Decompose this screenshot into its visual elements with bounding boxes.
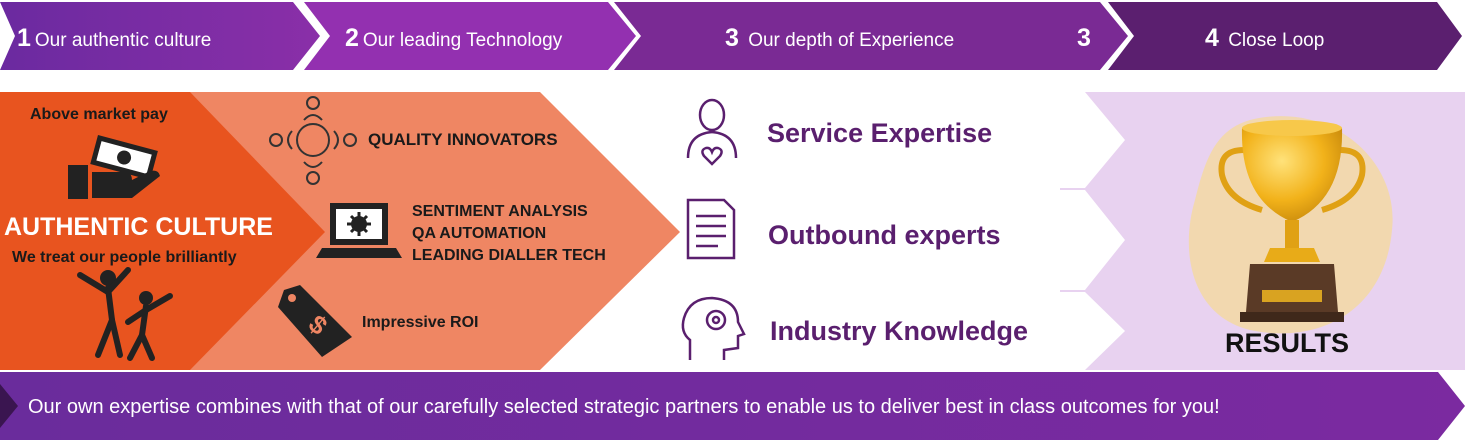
- experience-arrow-3: [660, 292, 1125, 370]
- document-icon: [686, 198, 736, 260]
- money-hand-icon: [68, 135, 160, 199]
- tech-line-3: LEADING DIALLER TECH: [412, 247, 606, 264]
- roi-label: Impressive ROI: [362, 314, 479, 331]
- quality-innovators-label: QUALITY INNOVATORS: [368, 130, 558, 149]
- footer-banner: [0, 372, 1465, 440]
- tech-list: SENTIMENT ANALYSIS QA AUTOMATION LEADING…: [412, 201, 606, 267]
- price-tag-dollar-icon: $: [278, 285, 352, 357]
- laptop-gear-icon: [316, 203, 402, 258]
- culture-title: AUTHENTIC CULTURE: [4, 213, 273, 241]
- above-market-pay-label: Above market pay: [30, 106, 168, 123]
- footer-left-notch: [0, 384, 18, 428]
- person-heart-icon: [686, 98, 738, 166]
- celebrating-people-icon: [77, 267, 173, 361]
- trophy-icon: [1218, 120, 1366, 322]
- people-meeting-icon: [269, 96, 357, 185]
- step-3-label: 3 Our depth of Experience: [725, 24, 955, 52]
- tech-line-2: QA AUTOMATION: [412, 225, 547, 242]
- results-label: RESULTS: [1225, 328, 1350, 358]
- outbound-experts-label: Outbound experts: [768, 220, 1001, 250]
- step-2-chevron: [304, 2, 636, 70]
- service-expertise-label: Service Expertise: [767, 118, 993, 148]
- step-3-chevron: [614, 2, 1128, 70]
- footer-text: Our own expertise combines with that of …: [28, 396, 1220, 418]
- industry-knowledge-label: Industry Knowledge: [770, 316, 1029, 346]
- head-gear-icon: [681, 296, 746, 360]
- step-4-label: 4 Close Loop: [1205, 24, 1325, 52]
- step-3b-label: 3: [1077, 24, 1091, 52]
- experience-arrow-1: [660, 92, 1125, 188]
- step-1-chevron: [0, 2, 320, 70]
- tech-line-1: SENTIMENT ANALYSIS: [412, 203, 588, 220]
- culture-chevron: [0, 92, 325, 370]
- experience-arrow-2: [660, 190, 1125, 290]
- step-4-chevron: [1108, 2, 1462, 70]
- culture-subtitle: We treat our people brilliantly: [12, 249, 237, 266]
